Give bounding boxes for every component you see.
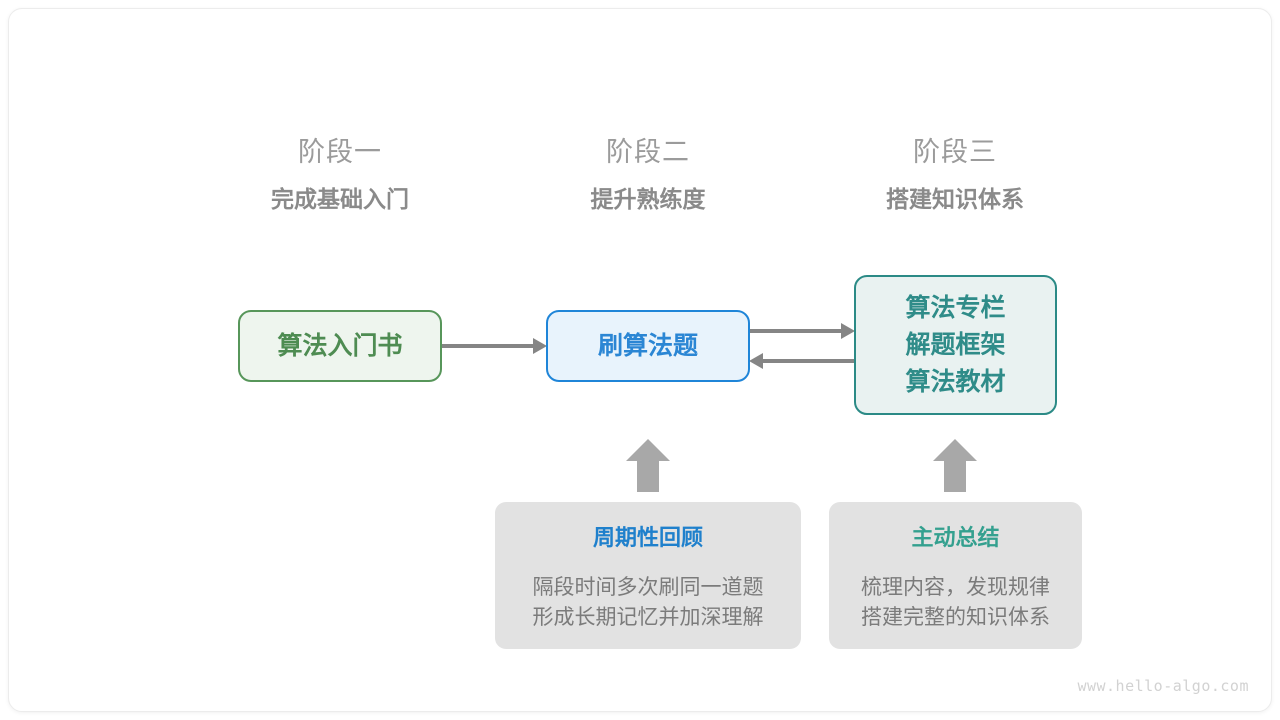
diagram-canvas: 阶段一 完成基础入门 阶段二 提升熟练度 阶段三 搭建知识体系 算法入门书 刷算…: [8, 8, 1272, 712]
node-system-line-1: 算法专栏: [905, 293, 1006, 322]
arrow-book-to-practice: [442, 338, 547, 354]
up-arrow-review-to-practice: [626, 439, 670, 492]
arrow-practice-to-system: [750, 323, 855, 339]
stage-title-2: 提升熟练度: [590, 186, 706, 212]
node-system-line-2: 解题框架: [905, 330, 1006, 359]
stage-title-3: 搭建知识体系: [886, 186, 1024, 212]
info-card-summary-title: 主动总结: [911, 525, 1000, 550]
stage-label-1: 阶段一: [298, 137, 382, 167]
arrow-system-to-practice: [749, 353, 854, 369]
watermark-url: www.hello-algo.com: [1077, 677, 1249, 695]
stage-title-1: 完成基础入门: [271, 186, 409, 212]
info-card-periodic-review[interactable]: 周期性回顾 隔段时间多次刷同一道题 形成长期记忆并加深理解: [495, 502, 801, 649]
up-arrow-summary-to-system: [933, 439, 977, 492]
node-book-line-1: 算法入门书: [277, 331, 403, 360]
stage-header-3: 阶段三 搭建知识体系: [825, 135, 1085, 214]
info-card-review-body-line-2: 形成长期记忆并加深理解: [532, 606, 764, 629]
node-algorithm-intro-book[interactable]: 算法入门书: [238, 310, 442, 382]
info-card-review-title: 周期性回顾: [592, 525, 703, 550]
stage-label-2: 阶段二: [606, 137, 690, 167]
stage-label-3: 阶段三: [913, 137, 997, 167]
node-practice-line-1: 刷算法题: [597, 331, 698, 360]
stage-header-1: 阶段一 完成基础入门: [210, 135, 470, 214]
node-practice-problems[interactable]: 刷算法题: [546, 310, 750, 382]
info-card-summary-body-line-2: 搭建完整的知识体系: [861, 606, 1050, 629]
node-system-line-3: 算法教材: [905, 367, 1006, 396]
info-card-active-summary[interactable]: 主动总结 梳理内容，发现规律 搭建完整的知识体系: [829, 502, 1082, 649]
node-knowledge-system[interactable]: 算法专栏 解题框架 算法教材: [854, 275, 1057, 415]
stage-header-2: 阶段二 提升熟练度: [518, 135, 778, 214]
info-card-review-body-line-1: 隔段时间多次刷同一道题: [532, 576, 764, 599]
info-card-summary-body-line-1: 梳理内容，发现规律: [861, 576, 1050, 599]
